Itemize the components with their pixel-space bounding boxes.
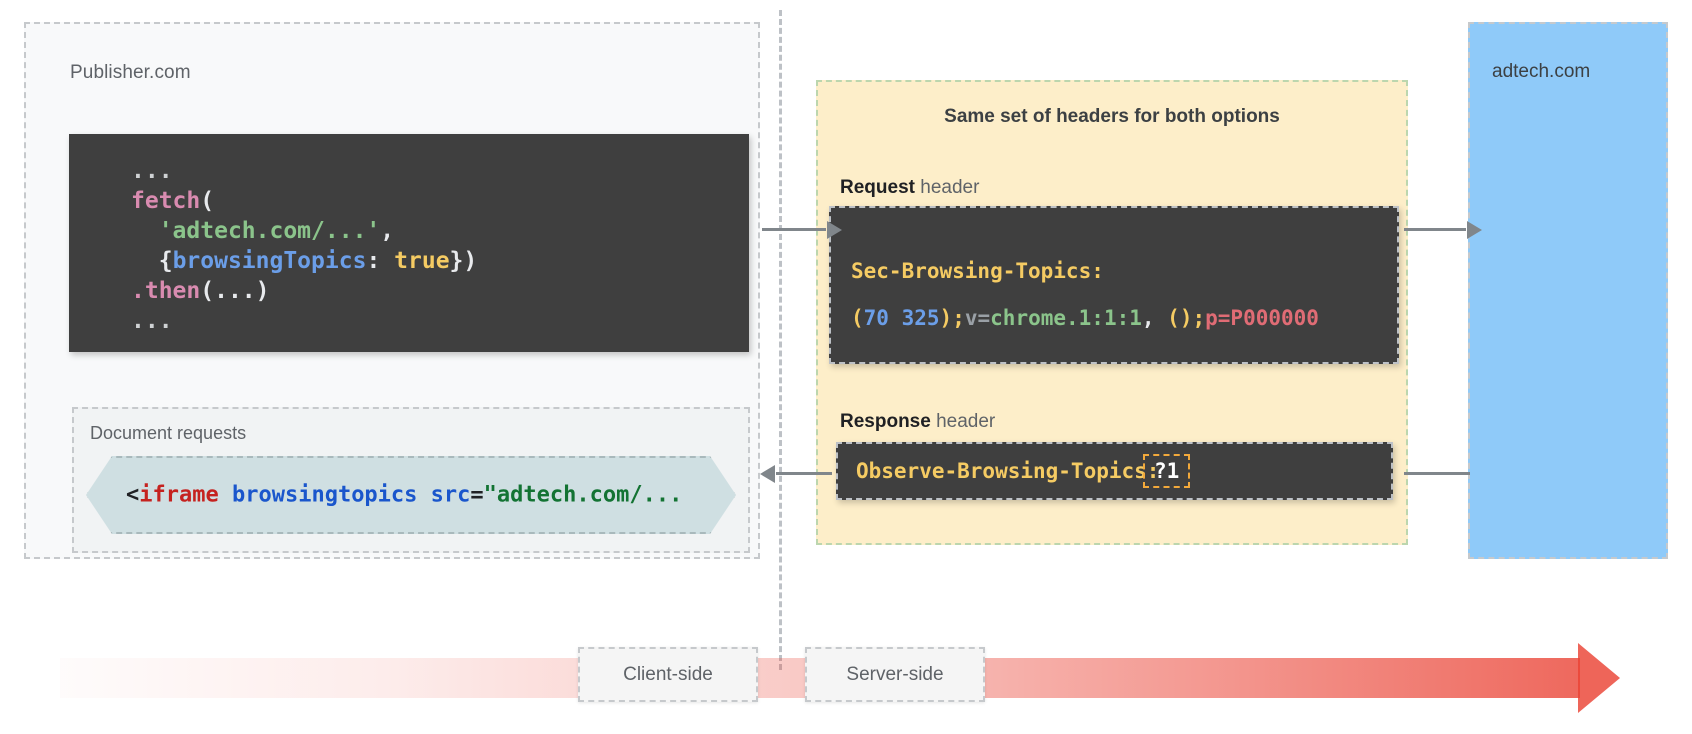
client-side-chip: Client-side: [578, 647, 758, 702]
arrow-response-header-to-publisher: [776, 472, 832, 475]
value-token-comma: ,: [1141, 306, 1168, 330]
value-token-v-value: chrome.1:1:1: [990, 306, 1142, 330]
client-server-divider: [779, 10, 782, 670]
response-header-label-strong: Response: [840, 411, 931, 432]
value-token-p-value: P000000: [1230, 306, 1319, 330]
code-token-brace-open: {: [158, 248, 173, 274]
iframe-code-content: <iframe browsingtopics src="adtech.com/.…: [126, 483, 682, 508]
fetch-code-block: ... fetch( 'adtech.com/...', {browsingTo…: [69, 134, 749, 352]
value-token-topic-a: 70: [863, 306, 889, 330]
response-header-name: Observe-Browsing-Topics:: [856, 459, 1160, 483]
request-header-name: Sec-Browsing-Topics:: [851, 259, 1104, 283]
html-token-browsingtopics-attr: browsingtopics: [231, 482, 418, 508]
code-token-colon: :: [366, 248, 381, 274]
value-token-empty-parens: (): [1167, 306, 1193, 330]
headers-panel: Same set of headers for both options Req…: [816, 80, 1408, 545]
html-token-lt: <: [126, 482, 140, 508]
publisher-panel: Publisher.com ... fetch( 'adtech.com/...…: [24, 22, 760, 559]
value-token-semicolon-2: ;: [1192, 306, 1206, 330]
value-token-open-paren: (: [851, 306, 864, 330]
request-header-label-rest: header: [914, 177, 980, 198]
request-header-label: Request header: [840, 177, 979, 199]
code-token-ellipsis-top: ...: [131, 158, 173, 184]
code-token-then-args: (...): [200, 278, 270, 304]
value-token-space: [889, 306, 902, 330]
code-token-true: true: [394, 248, 450, 274]
arrow-publisher-to-request-header: [762, 228, 826, 231]
code-token-open-paren: (: [200, 188, 215, 214]
code-token-browsing-topics-prop: browsingTopics: [172, 248, 367, 274]
code-token-close-paren: ): [463, 248, 478, 274]
value-token-semicolon-1: ;: [952, 306, 965, 330]
arrow-request-header-to-adtech: [1404, 228, 1466, 231]
html-token-src-value: "adtech.com/...: [483, 482, 683, 508]
headers-panel-title: Same set of headers for both options: [944, 106, 1280, 127]
request-header-code-block: Sec-Browsing-Topics: (70 325);v=chrome.1…: [829, 206, 1399, 364]
code-token-url-string: 'adtech.com/...': [158, 218, 381, 244]
document-requests-box: Document requests <iframe browsingtopics…: [72, 407, 750, 553]
value-token-close-paren: ): [939, 306, 953, 330]
code-token-then: .then: [131, 278, 201, 304]
code-token-ellipsis-bottom: ...: [131, 308, 173, 334]
arrow-adtech-to-response-header: [1404, 472, 1470, 475]
document-requests-label: Document requests: [90, 423, 247, 443]
code-token-fetch: fetch: [131, 188, 201, 214]
adtech-panel: adtech.com: [1468, 22, 1668, 559]
server-side-chip: Server-side: [805, 647, 985, 702]
html-token-src-attr: src: [430, 482, 471, 508]
adtech-panel-label: adtech.com: [1492, 61, 1591, 82]
iframe-code-chip: [86, 456, 736, 534]
response-header-label-rest: header: [930, 411, 996, 432]
fetch-code-content: ... fetch( 'adtech.com/...', {browsingTo…: [69, 156, 749, 336]
code-token-brace-close: }: [449, 248, 464, 274]
request-header-value: (70 325);v=chrome.1:1:1, ();p=P000000: [851, 306, 1319, 330]
iframe-code-chip-wrapper: <iframe browsingtopics src="adtech.com/.…: [86, 456, 736, 534]
value-token-topic-b: 325: [901, 306, 940, 330]
publisher-panel-label: Publisher.com: [70, 62, 191, 83]
code-token-comma: ,: [380, 218, 395, 244]
value-token-v-key: v=: [964, 306, 991, 330]
html-token-iframe-tag: iframe: [139, 482, 219, 508]
html-token-equals: =: [470, 482, 484, 508]
response-header-label: Response header: [840, 411, 995, 433]
request-header-label-strong: Request: [840, 177, 915, 198]
response-header-code-block: Observe-Browsing-Topics: ?1: [836, 442, 1393, 500]
response-header-highlighted-value: ?1: [1143, 454, 1191, 488]
value-token-p-key: p=: [1205, 306, 1231, 330]
timeline-arrowhead-icon: [1578, 643, 1620, 713]
